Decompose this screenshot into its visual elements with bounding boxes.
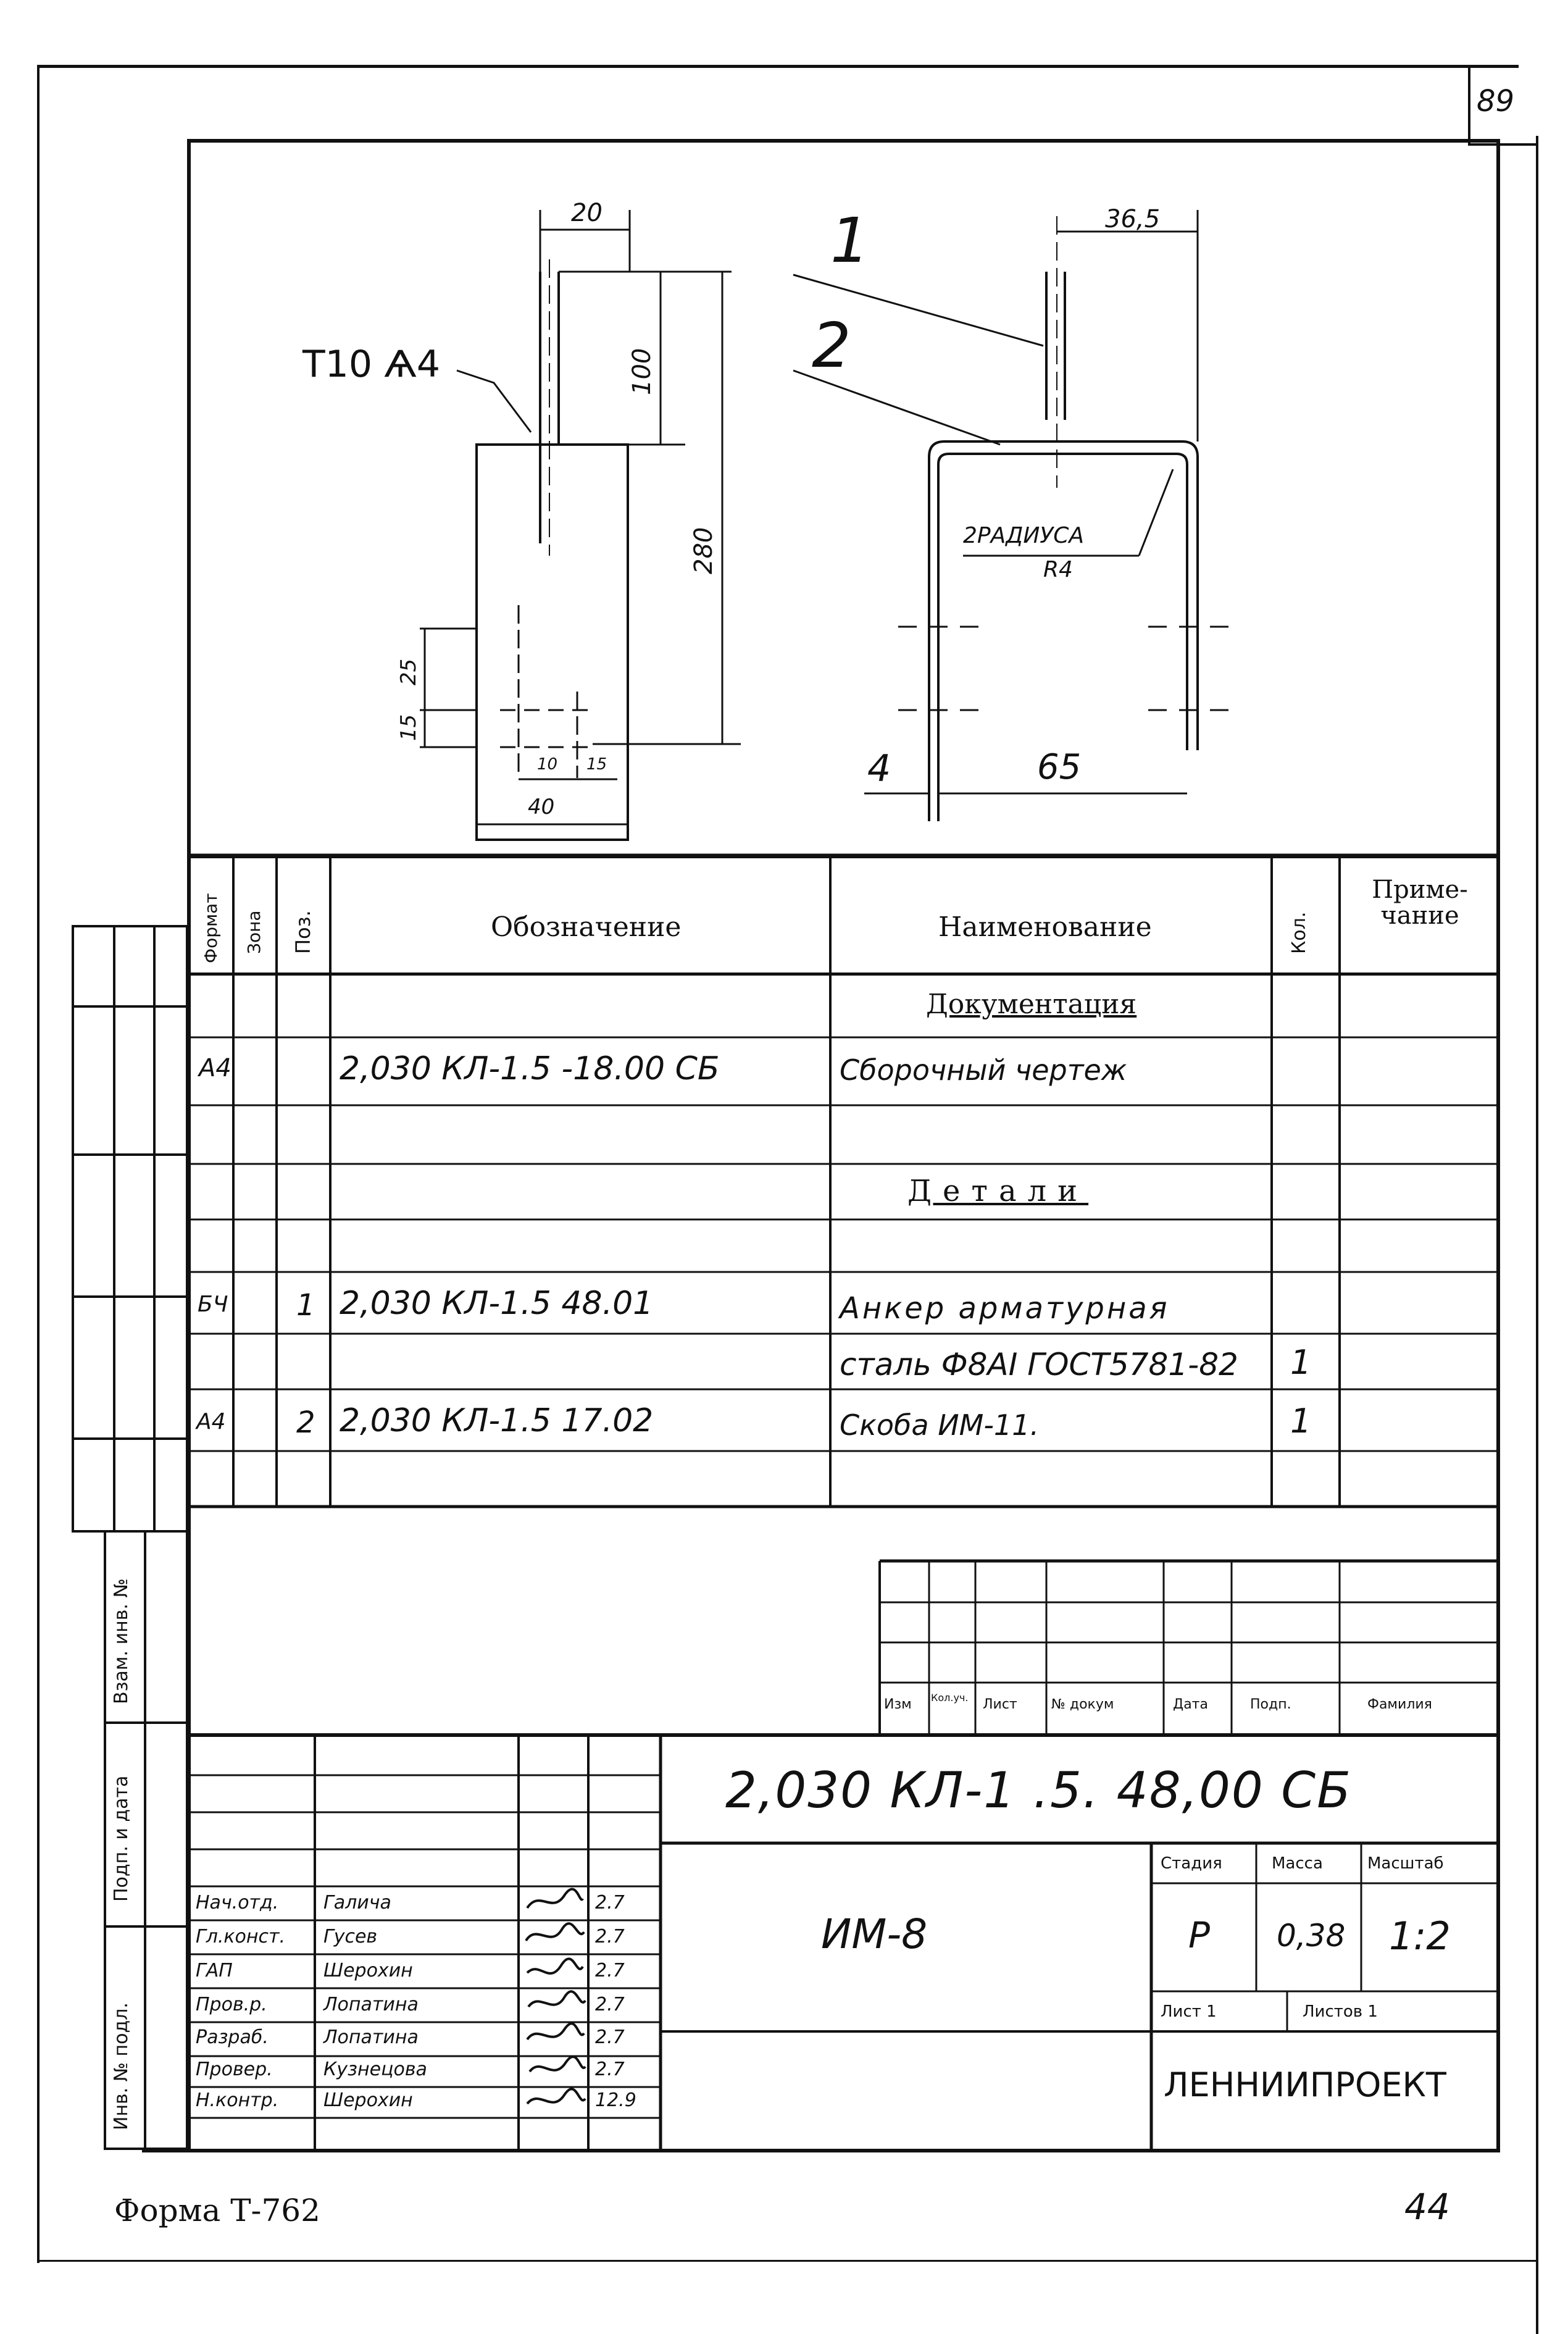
signer-name: Лопатина (323, 2027, 419, 2048)
dim-20: 20 (571, 199, 603, 227)
form-label: Форма Т-762 (114, 2193, 320, 2228)
change-header: Дата (1173, 1697, 1208, 1712)
signer-date: 2.7 (595, 2027, 625, 2048)
dim-40: 40 (528, 795, 555, 819)
leader1-line (793, 274, 1044, 347)
row-designation: 2,030 КЛ-1.5 17.02 (340, 1402, 654, 1439)
signer-date: 2.7 (595, 2059, 625, 2080)
col-header-designation: Обозначение (491, 911, 682, 943)
change-header: Изм (884, 1697, 912, 1712)
sheets-label: Листов 1 (1303, 2002, 1378, 2021)
technical-drawing (420, 210, 1228, 841)
signer-name: Шерохин (323, 2089, 413, 2111)
outer-border-top (37, 65, 1519, 68)
scale-value: 1:2 (1389, 1914, 1451, 1959)
signer-list: Нач.отд. Галича 2.7 Гл.конст. Гусев 2.7 … (191, 1886, 661, 2149)
page-number: 89 (1477, 84, 1515, 119)
dim-65: 65 (1037, 747, 1082, 787)
change-header: Кол.уч. (931, 1692, 969, 1704)
weld-leader (456, 369, 532, 433)
radius-note-1: 2РАДИУСА (963, 523, 1084, 548)
page-number-box-left (1468, 65, 1470, 145)
footer-line (37, 2260, 1537, 2262)
signer-role: Разраб. (196, 2027, 269, 2048)
item-name: ИМ-8 (821, 1910, 928, 1958)
bracket-outer (928, 440, 1199, 821)
row-qty: 1 (1290, 1402, 1312, 1441)
change-header: Подп. (1250, 1697, 1291, 1712)
leader-2: 2 (812, 309, 851, 382)
dim-4: 4 (867, 747, 891, 790)
radius-leader (1138, 469, 1174, 556)
signer-date: 2.7 (595, 1960, 625, 1981)
row-name: Анкер арматурная (840, 1291, 1170, 1326)
signer-name: Галича (323, 1892, 391, 1914)
section-documentation: Документация (926, 989, 1137, 1020)
change-header: № докум (1051, 1697, 1114, 1712)
signer-name: Шерохин (323, 1960, 413, 1981)
bracket-inner (937, 453, 1188, 821)
signer-date: 2.7 (595, 1926, 625, 1947)
signer-role: Провер. (196, 2059, 273, 2080)
signer-date: 2.7 (595, 1892, 625, 1914)
signer-date: 2.7 (595, 1994, 625, 2015)
weld-label: Т10 Ѧ4 (302, 343, 441, 386)
stage-label: Стадия (1161, 1854, 1222, 1873)
frame-top (187, 139, 1500, 143)
page-number-box-bottom (1468, 143, 1536, 146)
scale-label: Масштаб (1367, 1854, 1444, 1873)
dim-10: 10 (537, 755, 558, 774)
right-margin-line (1536, 136, 1538, 2334)
dim-36-5: 36,5 (1105, 205, 1161, 233)
signer-role: Н.контр. (196, 2089, 279, 2111)
col-header-note: Приме-чание (1372, 876, 1468, 930)
section-details: Детали (907, 1174, 1089, 1208)
row-designation: 2,030 КЛ-1.5 48.01 (340, 1285, 654, 1322)
row-name: Сборочный чертеж (840, 1053, 1127, 1087)
outer-border-left (37, 65, 40, 2263)
frame-right (1496, 139, 1500, 2152)
signer-date: 12.9 (595, 2089, 636, 2111)
row-format: А4 (196, 1409, 226, 1434)
corner-mark: 44 (1404, 2186, 1450, 2228)
signer-role: Пров.р. (196, 1994, 267, 2015)
dim-15b: 15 (586, 755, 607, 774)
change-header: Лист (983, 1697, 1017, 1712)
signer-name: Лопатина (323, 1994, 419, 2015)
signer-role: Нач.отд. (196, 1892, 279, 1914)
leader2-line (793, 369, 1001, 446)
change-header: Фамилия (1367, 1697, 1432, 1712)
document-code: 2,030 КЛ-1 .5. 48,00 СБ (725, 1762, 1352, 1819)
mass-value: 0,38 (1277, 1918, 1346, 1954)
row-name: Скоба ИМ-11. (840, 1408, 1040, 1442)
row-designation: 2,030 КЛ-1.5 -18.00 СБ (340, 1050, 720, 1087)
plate-outline (475, 443, 629, 841)
row-pos: 1 (296, 1288, 315, 1323)
signature-scribbles (525, 1888, 586, 2105)
frame-bottom (142, 2149, 1500, 2152)
sheet-label: Лист 1 (1161, 2002, 1217, 2021)
row-qty: 1 (1290, 1343, 1312, 1382)
col-header-name: Наименование (938, 911, 1152, 943)
leader-1: 1 (830, 204, 870, 277)
signer-name: Гусев (323, 1926, 378, 1947)
row-pos: 2 (296, 1405, 315, 1440)
mass-label: Масса (1272, 1854, 1323, 1873)
radius-note-2: R4 (1043, 557, 1073, 582)
row-format: А4 (199, 1054, 231, 1082)
signer-role: ГАП (196, 1960, 233, 1981)
stage-value: Р (1188, 1914, 1210, 1956)
organization: ЛЕННИИПРОЕКТ (1164, 2065, 1446, 2104)
row-format: БЧ (198, 1292, 228, 1317)
row-name: сталь Ф8АI ГОСТ5781-82 (840, 1347, 1238, 1382)
signer-role: Гл.конст. (196, 1926, 286, 1947)
signer-name: Кузнецова (323, 2059, 427, 2080)
frame-left (187, 139, 191, 2152)
